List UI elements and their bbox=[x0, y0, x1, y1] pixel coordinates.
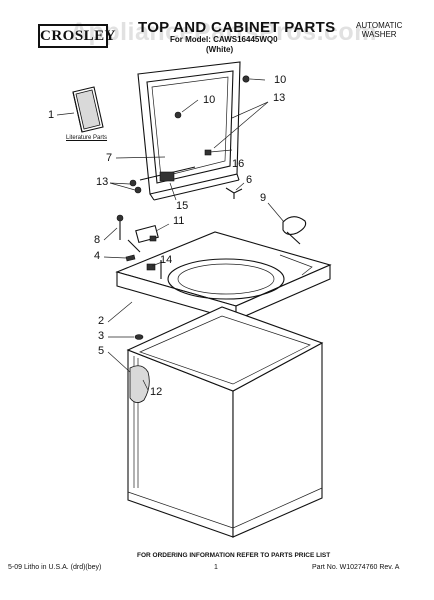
product-type-line1: AUTOMATIC bbox=[356, 21, 403, 30]
callout-13-left: 13 bbox=[96, 176, 109, 188]
literature-parts-label: Literature Parts bbox=[66, 135, 108, 141]
callout-9: 9 bbox=[260, 192, 267, 204]
hinge-screws-left bbox=[129, 179, 142, 194]
callout-13-right: 13 bbox=[273, 92, 286, 104]
callout-12: 12 bbox=[150, 386, 163, 398]
callout-3: 3 bbox=[98, 330, 105, 342]
lid-handle-9 bbox=[282, 216, 307, 245]
screw-8 bbox=[116, 214, 124, 240]
clip-4 bbox=[125, 254, 136, 262]
callout-4: 4 bbox=[94, 250, 101, 262]
callout-15: 15 bbox=[176, 200, 189, 212]
callout-2: 2 bbox=[98, 315, 105, 327]
insulation-pad-12 bbox=[129, 365, 150, 403]
callout-16: 16 bbox=[232, 158, 245, 170]
callout-6: 6 bbox=[246, 174, 253, 186]
literature-booklet bbox=[72, 86, 104, 133]
callout-14: 14 bbox=[160, 254, 173, 266]
callout-8: 8 bbox=[94, 234, 101, 246]
leader-lines bbox=[56, 78, 285, 391]
page-number: 1 bbox=[214, 564, 218, 571]
callout-10-upper: 10 bbox=[274, 74, 287, 86]
product-type-line2: WASHER bbox=[361, 30, 397, 39]
watermark-text: AppliancePartsPros.com bbox=[70, 18, 377, 46]
callout-11: 11 bbox=[173, 215, 185, 227]
litho-line: 5-09 Litho in U.S.A. (drd)(bey) bbox=[8, 564, 102, 571]
lid-switch-11 bbox=[127, 224, 159, 253]
callout-5: 5 bbox=[98, 345, 105, 357]
callout-10-lid: 10 bbox=[203, 94, 216, 106]
bumper-10-upper bbox=[242, 75, 250, 83]
product-type: AUTOMATIC WASHER bbox=[356, 21, 402, 39]
part-number: Part No. W10274760 Rev. A bbox=[312, 564, 400, 571]
callout-1: 1 bbox=[48, 109, 55, 121]
color-line: (White) bbox=[206, 45, 234, 54]
diagram-title: TOP AND CABINET PARTS bbox=[138, 19, 336, 36]
model-line: For Model: CAWS16445WQ0 bbox=[170, 35, 278, 44]
cabinet bbox=[126, 306, 324, 538]
hinge-clip-6 bbox=[225, 187, 243, 199]
ordering-note: FOR ORDERING INFORMATION REFER TO PARTS … bbox=[137, 552, 331, 559]
callout-7: 7 bbox=[106, 152, 113, 164]
cabinet-top bbox=[115, 231, 332, 321]
washer-3 bbox=[134, 334, 144, 340]
lid-assembly bbox=[137, 61, 241, 201]
brand-logo: CROSLEY bbox=[38, 24, 116, 48]
